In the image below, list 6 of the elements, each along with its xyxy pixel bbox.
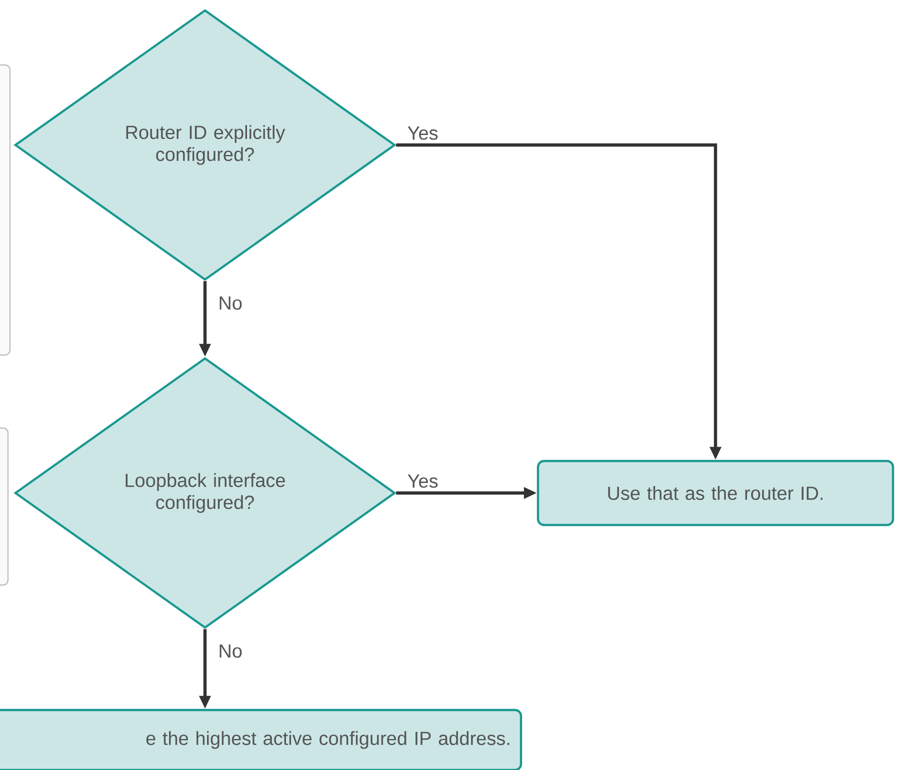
edge-label: No [220, 644, 242, 658]
edge-label: Yes [408, 126, 438, 140]
process-box: Use that as the router ID. [536, 460, 894, 526]
edge-label: No [220, 296, 242, 310]
edge-label: Yes [408, 474, 438, 488]
process-box: e the highest active configured IP address. [0, 708, 522, 770]
